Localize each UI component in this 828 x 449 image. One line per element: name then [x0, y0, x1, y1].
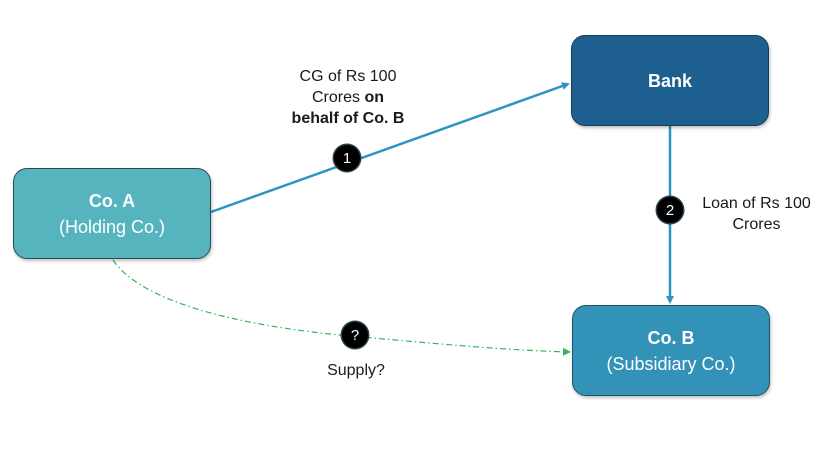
- supply-arrow: [112, 259, 571, 356]
- holding-company-subtitle: (Holding Co.): [58, 216, 166, 237]
- bank-node[interactable]: Bank: [571, 35, 769, 126]
- loan-label-line2: Crores: [732, 216, 781, 233]
- step-1-badge: 1: [334, 145, 360, 171]
- subsidiary-company-subtitle: (Subsidiary Co.): [606, 353, 736, 374]
- holding-company-node[interactable]: Co. A (Holding Co.): [13, 168, 211, 259]
- bank-title: Bank: [647, 70, 692, 91]
- guarantee-label-line2-normal: Crores: [312, 89, 365, 106]
- step-2-badge: 2: [657, 197, 683, 223]
- guarantee-arrow: [210, 82, 570, 214]
- loan-label: Loan of Rs 100 Crores: [689, 193, 824, 235]
- supply-label: Supply?: [327, 362, 385, 379]
- holding-company-title: Co. A: [88, 190, 136, 211]
- subsidiary-company-title: Co. B: [647, 327, 695, 348]
- question-badge: ?: [342, 322, 368, 348]
- guarantee-label-line1: CG of Rs 100: [299, 68, 397, 85]
- guarantee-label: CG of Rs 100 Crores on behalf of Co. B: [268, 66, 428, 129]
- guarantee-label-line2-bold: on: [364, 89, 384, 106]
- guarantee-label-line3: behalf of Co. B: [268, 108, 428, 129]
- loan-label-line1: Loan of Rs 100: [702, 195, 811, 212]
- guarantee-label-line3-bold: behalf of Co. B: [291, 110, 405, 127]
- subsidiary-company-node[interactable]: Co. B (Subsidiary Co.): [572, 305, 770, 396]
- guarantee-label-line2: Crores on: [268, 87, 428, 108]
